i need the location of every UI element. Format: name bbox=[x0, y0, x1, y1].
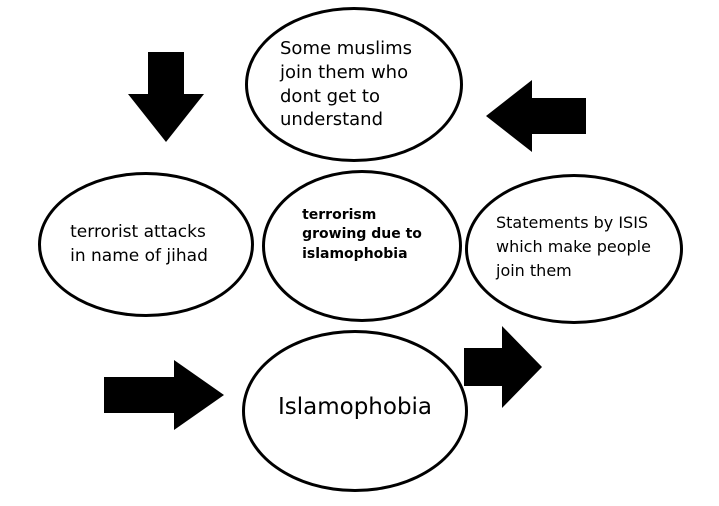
node-isis-statements: Statements by ISIS which make people joi… bbox=[465, 174, 683, 324]
node-label: terrorism growing due to islamophobia bbox=[302, 206, 422, 262]
node-terrorism-growing: terrorism growing due to islamophobia bbox=[262, 170, 462, 322]
node-terrorist-attacks: terrorist attacks in name of jihad bbox=[38, 172, 254, 317]
node-some-muslims-join: Some muslims join them who dont get to u… bbox=[245, 7, 463, 162]
node-label: Islamophobia bbox=[277, 394, 433, 421]
node-label: Some muslims join them who dont get to u… bbox=[280, 38, 413, 131]
arrow-right-icon bbox=[464, 326, 542, 408]
arrow-down-icon bbox=[128, 52, 204, 142]
node-label: Statements by ISIS which make people joi… bbox=[496, 213, 651, 280]
node-label: terrorist attacks in name of jihad bbox=[70, 222, 208, 266]
arrow-left-icon bbox=[486, 80, 586, 152]
node-islamophobia: Islamophobia bbox=[242, 330, 468, 492]
arrow-right-icon bbox=[104, 360, 224, 430]
